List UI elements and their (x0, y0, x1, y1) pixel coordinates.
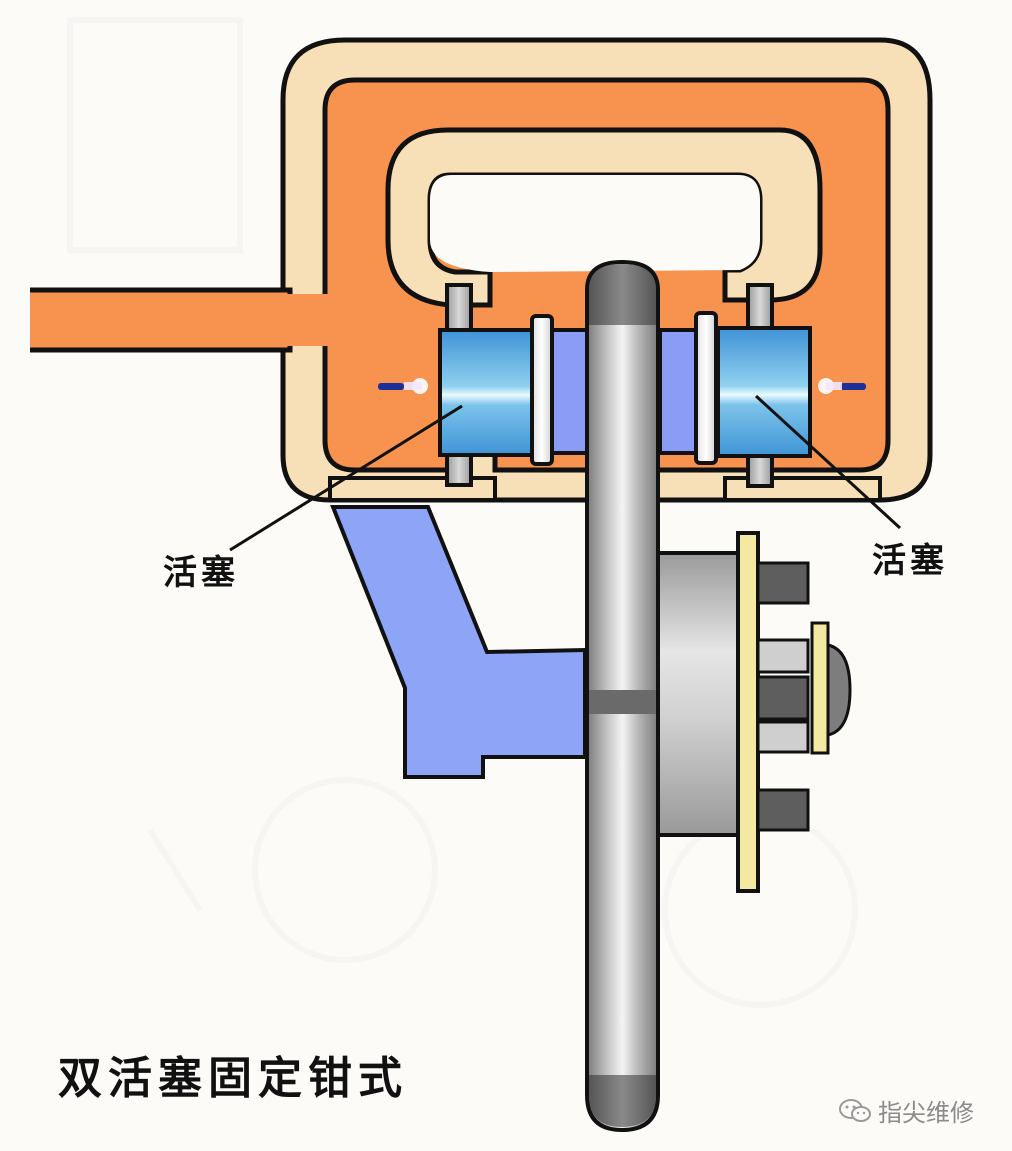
piston-label-right: 活塞 (872, 541, 948, 581)
hub-cap (826, 643, 852, 737)
watermark-text: 指尖维修 (878, 1099, 974, 1127)
piston-label-left: 活塞 (163, 553, 239, 593)
leader-line-left (229, 404, 463, 552)
pressure-arrow-right (818, 378, 866, 394)
wheel-hub (656, 551, 740, 837)
hub-flange (736, 531, 760, 893)
piston-left (438, 328, 534, 457)
pad-backing-left (530, 314, 554, 466)
wheel-studs (756, 561, 810, 832)
leader-line-right (754, 394, 902, 530)
background-sketch (67, 17, 858, 1008)
watermark: 指尖维修 (838, 1093, 974, 1128)
steering-knuckle-bracket (330, 505, 587, 779)
piston-seal (445, 283, 774, 488)
hub-cap-plate (810, 621, 830, 755)
pressure-arrow-left (378, 378, 428, 394)
pad-backing-right (694, 311, 718, 465)
diagram-title: 双活塞固定钳式 (58, 1053, 408, 1104)
piston-right (716, 326, 812, 458)
brake-disc (585, 259, 660, 1133)
wechat-icon (838, 1097, 872, 1125)
